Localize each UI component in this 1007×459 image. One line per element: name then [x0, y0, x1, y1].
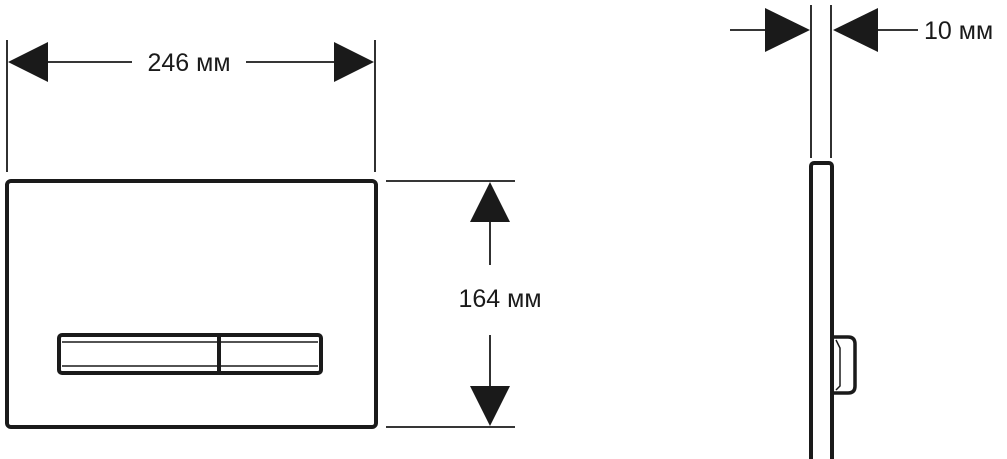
side-button	[832, 335, 857, 395]
depth-dimension	[730, 5, 918, 158]
depth-label: 10 мм	[924, 17, 993, 45]
side-plate-outline	[809, 161, 834, 459]
height-dimension	[386, 180, 515, 428]
width-dimension	[6, 40, 376, 172]
width-label: 246 мм	[147, 49, 230, 77]
height-label: 164 мм	[458, 285, 541, 313]
front-plate-outline	[5, 179, 378, 429]
flush-button	[57, 333, 323, 375]
dimension-arrowheads	[8, 8, 878, 426]
